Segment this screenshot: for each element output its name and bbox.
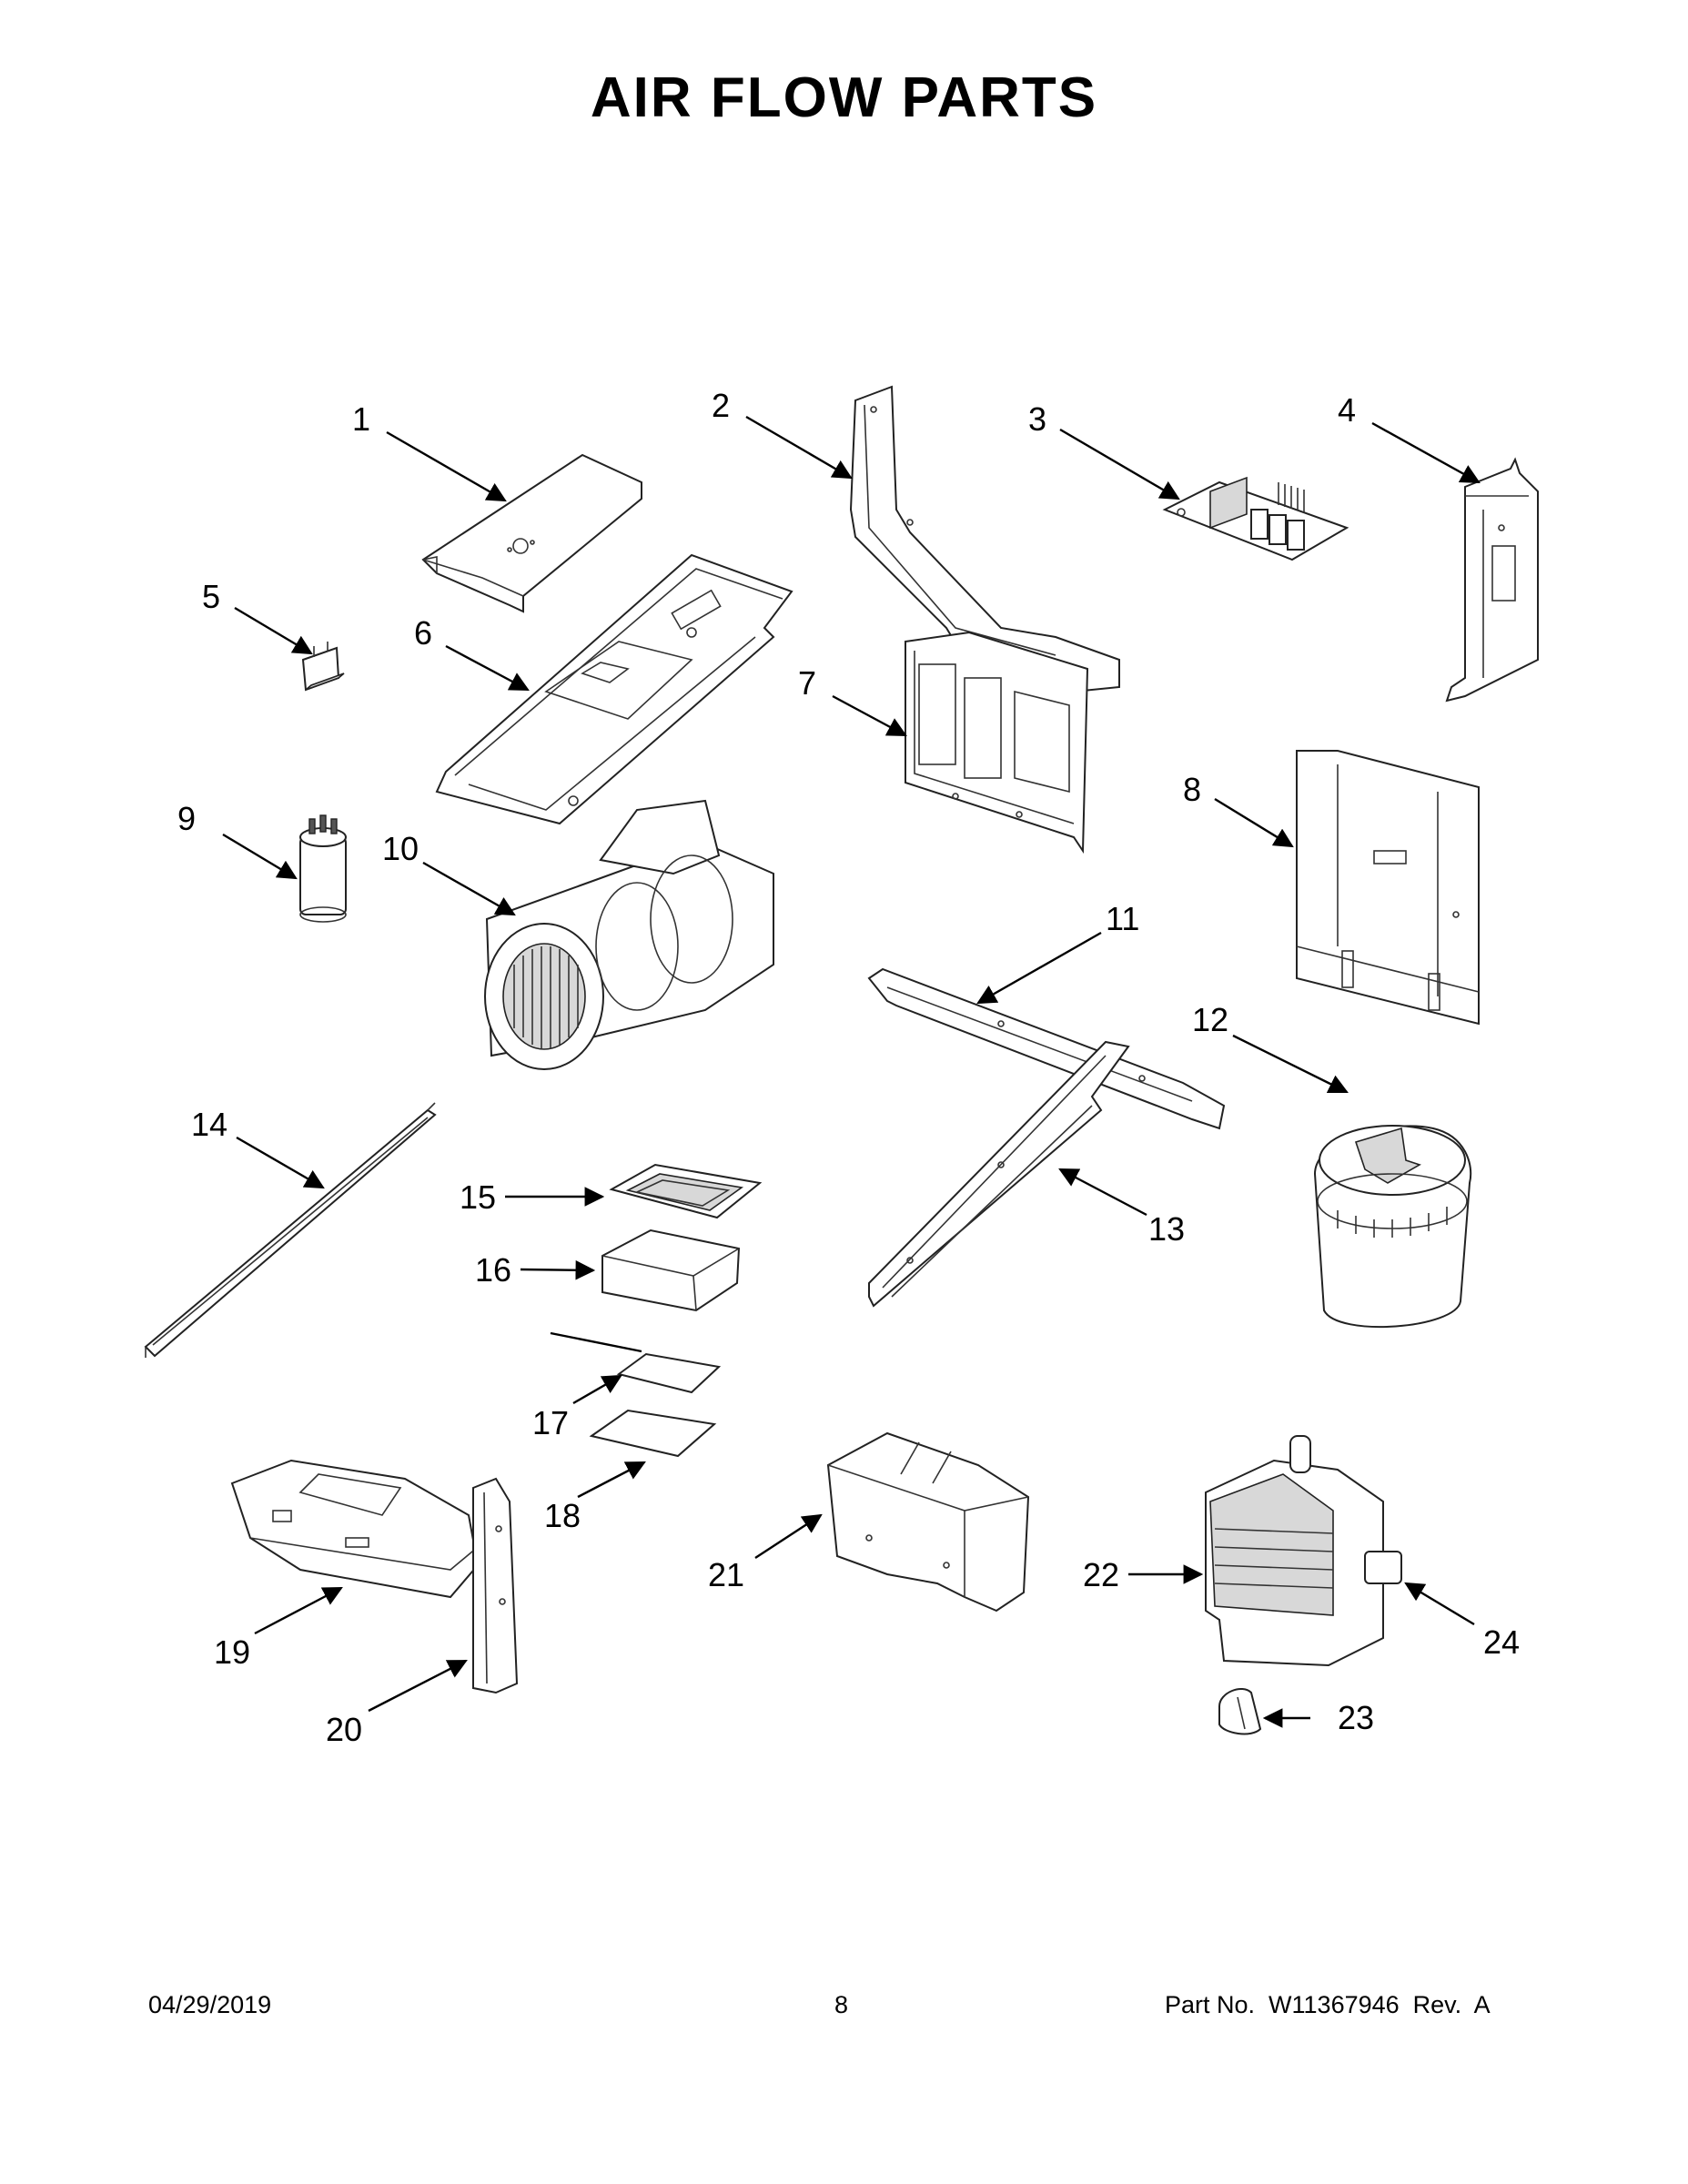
callout-1: 1 — [352, 400, 371, 438]
callout-4: 4 — [1338, 391, 1357, 429]
callout-11: 11 — [1106, 900, 1140, 937]
callout-6: 6 — [414, 614, 433, 652]
part-2-bracket-illustration — [849, 385, 1120, 693]
callout-14: 14 — [191, 1106, 228, 1143]
part-8-rear-panel-illustration — [1296, 750, 1480, 1026]
callout-23: 23 — [1338, 1699, 1375, 1736]
part-12-fan-motor-illustration — [1313, 1125, 1472, 1329]
callout-16: 16 — [475, 1251, 512, 1289]
part-19-bracket-assembly-illustration — [230, 1459, 480, 1599]
callout-17: 17 — [532, 1404, 570, 1441]
part-13-slide-rail-illustration — [868, 1040, 1130, 1308]
callout-7: 7 — [798, 664, 817, 702]
footer-date: 04/29/2019 — [148, 1991, 272, 2018]
part-18-sheet-illustration — [589, 1409, 717, 1458]
callout-24: 24 — [1483, 1623, 1521, 1661]
part-17-sheet-illustration — [550, 1331, 722, 1394]
part-9-run-capacitor-illustration — [299, 814, 347, 923]
callout-15: 15 — [460, 1178, 497, 1216]
part-4-side-panel-illustration — [1445, 457, 1539, 703]
callout-5: 5 — [202, 578, 221, 615]
footer-page-number: 8 — [834, 1991, 849, 2018]
part-23-clip-illustration — [1218, 1688, 1262, 1735]
callout-2: 2 — [712, 387, 731, 424]
callout-12: 12 — [1192, 1001, 1229, 1038]
part-3-control-board-illustration — [1162, 476, 1349, 561]
part-21-box-bracket-illustration — [826, 1431, 1030, 1613]
callout-leaders — [222, 415, 1481, 1728]
callout-9: 9 — [177, 800, 197, 837]
part-1-cover-illustration — [421, 453, 642, 613]
callout-22: 22 — [1083, 1556, 1120, 1593]
callout-20: 20 — [326, 1711, 363, 1748]
callout-13: 13 — [1148, 1210, 1186, 1248]
part-10-blower-illustration — [484, 799, 774, 1070]
part-22-magnetron-illustration — [1205, 1435, 1402, 1667]
callout-19: 19 — [214, 1633, 251, 1671]
part-15-filter-frame-illustration — [609, 1163, 763, 1219]
part-14-strip-illustration — [144, 1102, 437, 1358]
part-11-rail-illustration — [867, 967, 1226, 1130]
callout-21: 21 — [708, 1556, 745, 1593]
footer-part-number: Part No. W11367946 Rev. A — [1165, 1991, 1491, 2018]
callout-18: 18 — [544, 1497, 581, 1534]
part-5-capacitor-illustration — [301, 642, 345, 692]
part-16-filter-housing-illustration — [601, 1228, 741, 1312]
page-title: AIR FLOW PARTS — [590, 66, 1098, 129]
callout-3: 3 — [1028, 400, 1047, 438]
part-7-back-panel-illustration — [905, 631, 1089, 854]
part-6-duct-cover-illustration — [435, 553, 793, 825]
callout-8: 8 — [1183, 771, 1202, 808]
part-20-vertical-bracket-illustration — [472, 1477, 519, 1694]
callout-10: 10 — [382, 830, 419, 867]
